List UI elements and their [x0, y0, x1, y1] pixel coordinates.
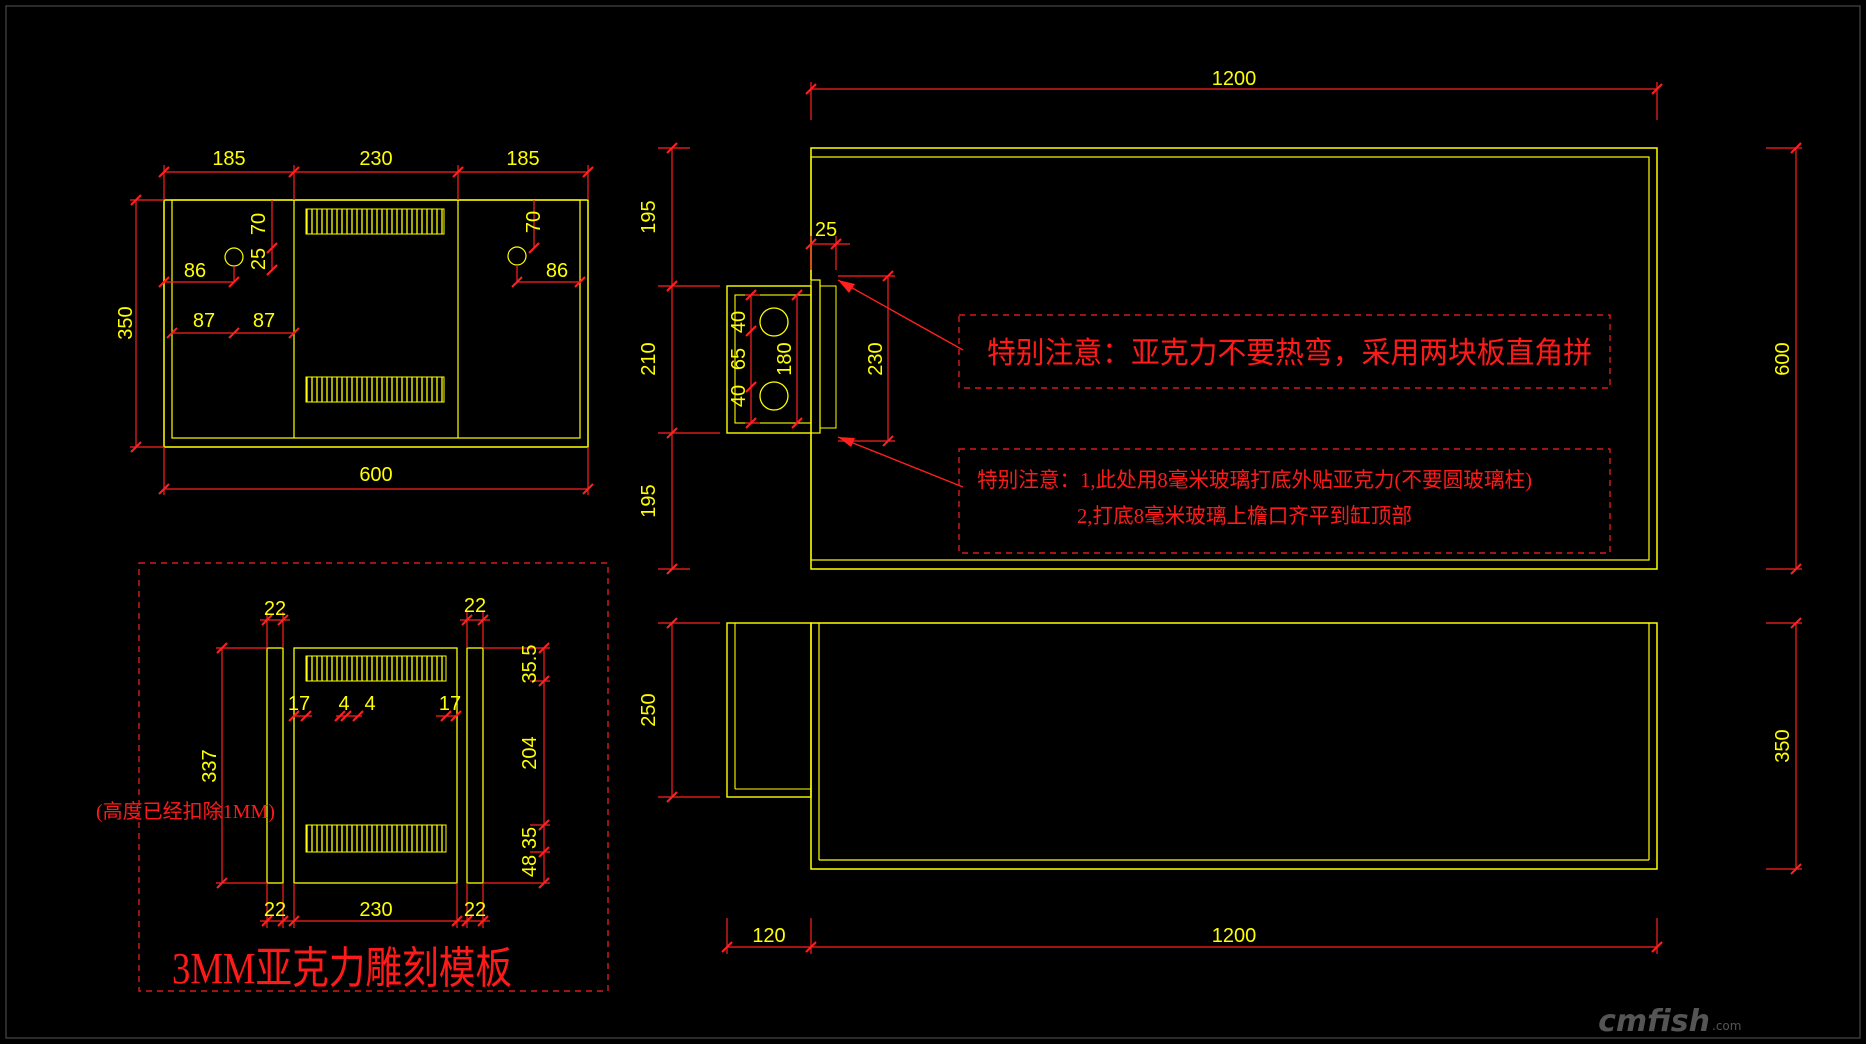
dim-65: 65 — [728, 348, 750, 370]
top-left-view: 185 230 185 70 25 70 86 86 87 87 350 600 — [115, 148, 594, 495]
watermark-text: cmfish — [1598, 1004, 1710, 1039]
dim-1200-top: 1200 — [1212, 68, 1257, 90]
dim-230: 230 — [359, 148, 392, 170]
dim-22-top-left: 22 — [264, 598, 286, 620]
dim-48: 48 — [519, 855, 541, 877]
dim-25-overflow: 25 — [815, 219, 837, 241]
dim-22-bottom-right: 22 — [464, 899, 486, 921]
dim-40-bottom: 40 — [728, 385, 750, 407]
dim-17-left: 17 — [288, 693, 310, 715]
watermark: cmfish .com — [1598, 1004, 1741, 1039]
dim-185-left: 185 — [212, 148, 245, 170]
slot-hatch-top — [305, 208, 445, 235]
drain-hole-left — [224, 247, 244, 267]
note-acrylic-joint: 特别注意：亚克力不要热弯，采用两块板直角拼 — [987, 337, 1592, 370]
dim-25: 25 — [248, 248, 270, 270]
dim-22-bottom-left: 22 — [264, 899, 286, 921]
note-glass-base-1: 特别注意：1,此处用8毫米玻璃打底外贴亚克力(不要圆玻璃柱) — [977, 468, 1532, 492]
dim-40-top: 40 — [728, 311, 750, 333]
dim-230-bottom: 230 — [359, 899, 392, 921]
pipe-hole-bottom — [759, 381, 789, 411]
dim-250: 250 — [638, 693, 660, 726]
dim-195-upper: 195 — [638, 200, 660, 233]
overflow-box-elevation — [726, 622, 812, 798]
dim-600: 600 — [359, 464, 392, 486]
template-slot-top — [305, 655, 447, 682]
dim-180: 180 — [774, 342, 796, 375]
template-side-right — [466, 647, 484, 884]
dim-86-right: 86 — [546, 260, 568, 282]
dim-86-left: 86 — [184, 260, 206, 282]
dim-87-right: 87 — [253, 310, 275, 332]
template-main-panel — [293, 647, 458, 884]
plan-view: 1200 195 210 195 600 25 40 65 40 180 230… — [638, 68, 1802, 575]
dim-22-top-right: 22 — [464, 595, 486, 617]
template-title: 3MM亚克力雕刻模板 — [172, 944, 512, 993]
dim-35-5: 35.5 — [519, 645, 541, 684]
slot-hatch-bottom — [305, 376, 445, 403]
dim-120: 120 — [752, 925, 785, 947]
note-box-1 — [958, 314, 1611, 389]
dim-350: 350 — [115, 306, 137, 339]
dim-230-plan: 230 — [865, 342, 887, 375]
dim-35: 35 — [519, 827, 541, 849]
template-dashed-border — [138, 562, 609, 992]
dim-210: 210 — [638, 342, 660, 375]
template-view: 22 22 35.5 17 4 4 17 337 204 35 48 22 23… — [96, 562, 609, 993]
dim-185-right: 185 — [506, 148, 539, 170]
dim-350-right: 350 — [1772, 729, 1794, 762]
dim-1200-bottom: 1200 — [1212, 925, 1257, 947]
dim-70-left: 70 — [248, 213, 270, 235]
overflow-glass-inner — [819, 285, 837, 429]
template-slot-bottom — [305, 824, 447, 853]
note-glass-base-2: 2,打底8毫米玻璃上檐口齐平到缸顶部 — [1077, 504, 1412, 528]
dim-87-left: 87 — [193, 310, 215, 332]
dim-204: 204 — [519, 736, 541, 769]
dim-70-right: 70 — [523, 211, 545, 233]
elevation-view: 250 350 120 1200 — [638, 617, 1802, 954]
height-note: (高度已经扣除1MM) — [96, 800, 275, 823]
note-box-2 — [958, 448, 1611, 554]
watermark-suffix: .com — [1712, 1019, 1741, 1033]
dim-195-lower: 195 — [638, 484, 660, 517]
pipe-hole-top — [759, 307, 789, 337]
drain-hole-right — [507, 246, 527, 266]
top-view-outline — [163, 199, 589, 448]
dim-4-a: 4 — [338, 693, 349, 715]
dim-600-right: 600 — [1772, 342, 1794, 375]
dim-4-b: 4 — [364, 693, 375, 715]
tank-outline-elevation — [810, 622, 1658, 870]
dim-17-right: 17 — [439, 693, 461, 715]
dim-337: 337 — [199, 749, 221, 782]
top-view-inner — [171, 199, 581, 439]
drawing-frame — [5, 5, 1861, 1039]
template-side-left — [266, 647, 284, 884]
